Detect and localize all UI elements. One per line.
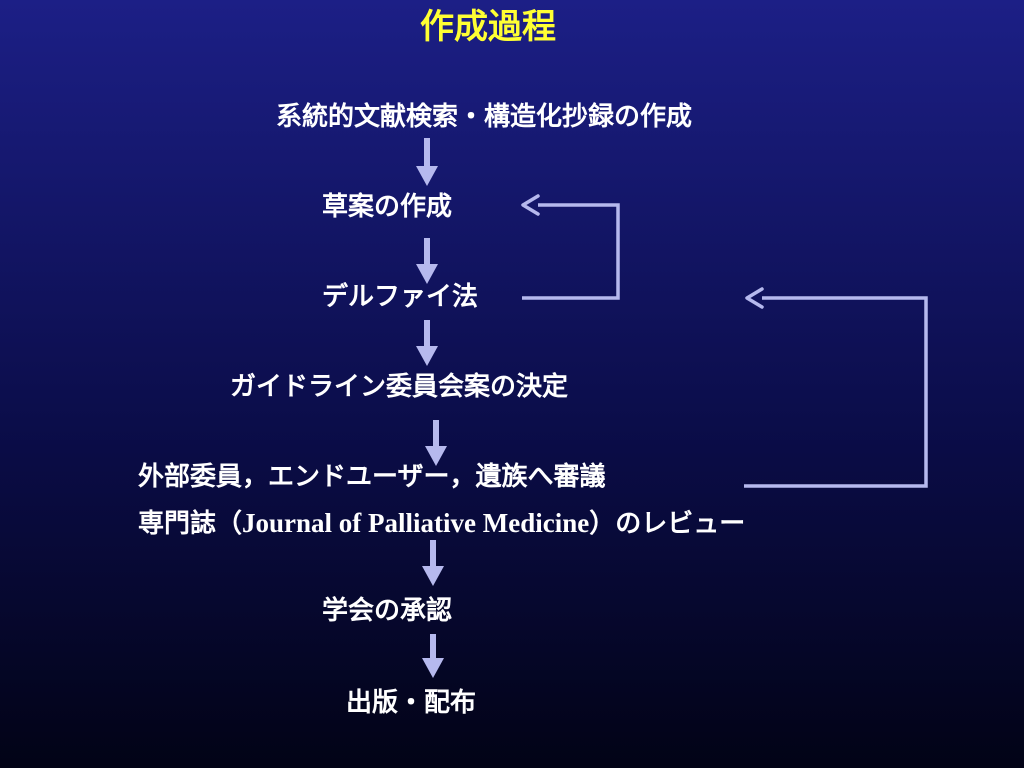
journal-name: Journal of Palliative Medicine xyxy=(242,508,590,538)
step-publication: 出版・配布 xyxy=(346,688,477,718)
down-arrow-4 xyxy=(425,420,447,466)
step-society-approval: 学会の承認 xyxy=(322,596,453,626)
down-arrow-6 xyxy=(422,634,444,678)
step-journal-review: 専門誌（Journal of Palliative Medicine）のレビュー xyxy=(138,506,745,541)
down-arrow-5 xyxy=(422,540,444,586)
step-literature-search: 系統的文献検索・構造化抄録の作成 xyxy=(276,102,693,132)
journal-review-suffix: ）のレビュー xyxy=(589,509,746,539)
feedback-arrow-review-to-delphi xyxy=(744,287,928,488)
feedback-arrow-delphi-to-draft xyxy=(521,194,620,300)
step-external-review: 外部委員，エンドユーザー，遺族へ審議 xyxy=(138,462,606,492)
journal-review-prefix: 専門誌（ xyxy=(138,509,243,539)
step-committee-decision: ガイドライン委員会案の決定 xyxy=(230,372,569,402)
slide-title: 作成過程 xyxy=(420,7,556,47)
down-arrow-2 xyxy=(416,238,438,284)
down-arrow-3 xyxy=(416,320,438,366)
step-draft: 草案の作成 xyxy=(322,192,453,222)
down-arrow-1 xyxy=(416,138,438,186)
step-delphi: デルファイ法 xyxy=(322,282,479,312)
